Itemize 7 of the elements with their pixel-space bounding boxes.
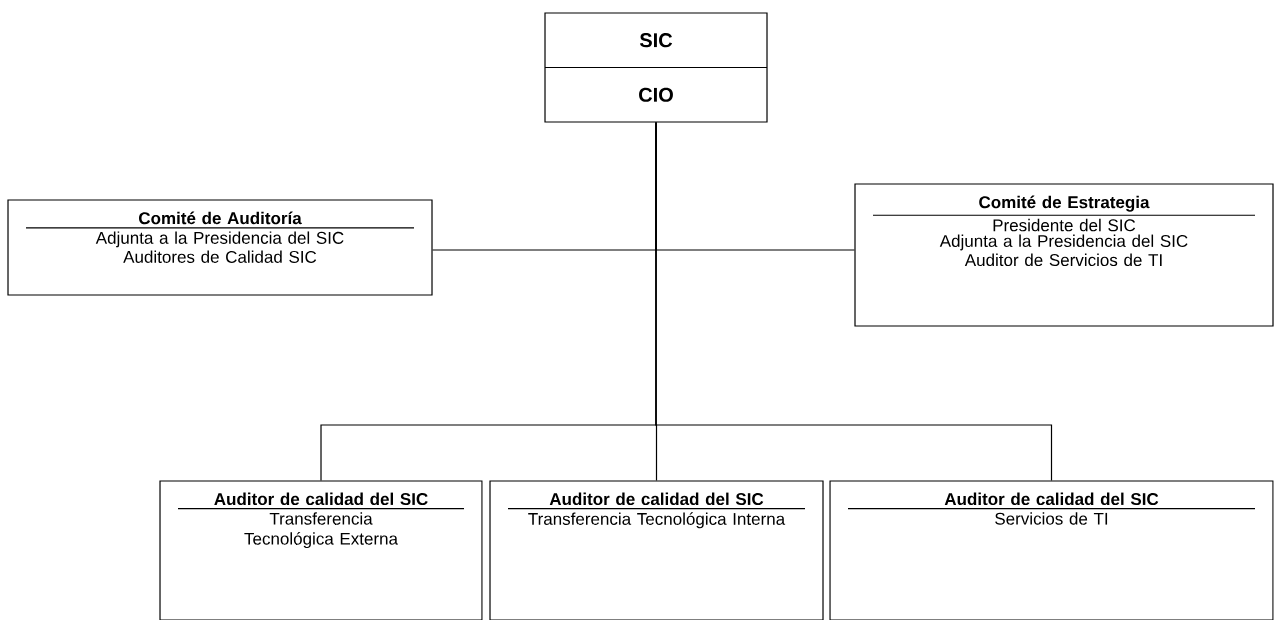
org-box: Comité de Estrategia Presidente del SIC Adjunta a la Presidencia del SIC Auditor de Servicios de TI — [854, 183, 1274, 327]
org-box: Auditor de calidad del SIC Transferencia Tecnológica Interna — [489, 480, 824, 620]
connector-line — [655, 122, 1053, 481]
org-box: SIC CIO — [544, 12, 768, 123]
org-box: Comité de Auditoría Adjunta a la Presidencia del SIC Auditores de Calidad SIC — [7, 199, 433, 296]
org-box: Auditor de calidad del SIC Servicios de TI — [829, 480, 1274, 620]
org-box: Auditor de calidad del SIC Transferencia Tecnológica Externa — [159, 480, 483, 620]
